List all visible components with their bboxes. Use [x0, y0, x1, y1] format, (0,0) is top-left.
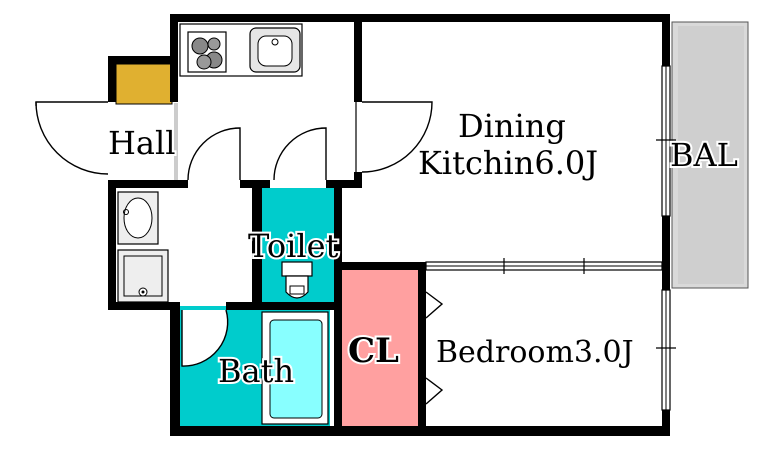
washer-icon — [117, 249, 169, 303]
toilet-label: Toilet — [248, 227, 339, 265]
bedroom-label: Bedroom3.0J — [436, 335, 634, 370]
sink-icon — [249, 27, 301, 73]
bath-label: Bath — [218, 352, 294, 390]
doors — [35, 101, 444, 405]
kitchin-label: Kitchin6.0J — [418, 144, 598, 182]
hall-floor-strip — [174, 103, 178, 183]
bath-door — [181, 309, 229, 367]
dining-label: Dining — [458, 107, 566, 145]
dining-door — [361, 101, 433, 173]
walls — [108, 14, 670, 436]
closet-door-top — [425, 291, 444, 319]
stove-icon — [187, 31, 227, 73]
closet-label: CL — [348, 331, 399, 371]
closet-door-bottom — [425, 377, 444, 405]
labels: Hall Dining Kitchin6.0J BAL Toilet Bath … — [106, 105, 740, 392]
toilet-door — [273, 127, 327, 181]
washbasin-icon — [117, 191, 159, 245]
balcony-inner — [678, 26, 744, 284]
entrance-door — [35, 101, 109, 175]
balcony-label: BAL — [670, 136, 738, 174]
closet-floor — [342, 270, 420, 426]
hall-label: Hall — [108, 124, 175, 162]
toilet-icon — [281, 261, 313, 299]
shoe-box — [115, 63, 173, 105]
floor-fills — [115, 21, 749, 426]
bathtub-icon — [261, 311, 329, 425]
washroom-door — [187, 127, 241, 181]
